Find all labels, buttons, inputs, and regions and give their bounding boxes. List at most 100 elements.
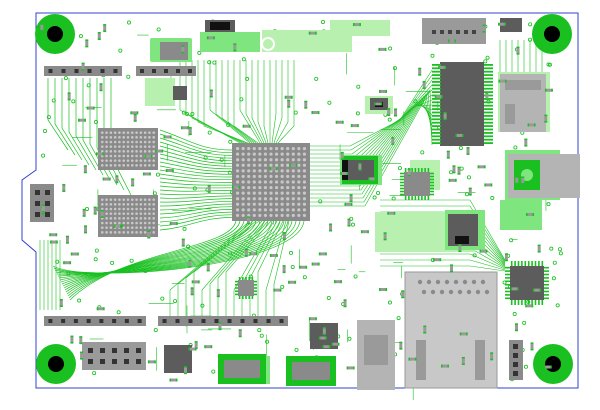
- smd-part: [380, 89, 387, 93]
- ball: [258, 152, 262, 156]
- test-circle: [261, 37, 275, 51]
- ball: [139, 221, 143, 225]
- pin: [484, 121, 493, 124]
- pad: [404, 168, 407, 172]
- smd-part: [84, 226, 88, 233]
- smd-part: [80, 352, 84, 359]
- pad: [430, 175, 434, 178]
- top-small-part: [205, 18, 522, 32]
- pad: [424, 196, 426, 200]
- ball: [109, 203, 113, 206]
- smd-part: [340, 152, 344, 159]
- smd-part: [79, 118, 86, 122]
- ball: [269, 158, 273, 162]
- ball: [263, 213, 268, 218]
- ball: [291, 208, 295, 212]
- pad: [400, 187, 404, 190]
- smd-part: [480, 249, 487, 253]
- smd-part: [524, 139, 528, 146]
- ball: [291, 158, 295, 162]
- smd-part: [143, 172, 150, 176]
- pin: [432, 115, 441, 117]
- pin: [432, 81, 441, 83]
- ball: [109, 207, 113, 211]
- smd-part: [460, 332, 467, 336]
- pin: [73, 319, 78, 323]
- ball: [241, 152, 245, 156]
- pad: [534, 261, 537, 266]
- ball: [126, 226, 130, 229]
- smd-part: [394, 109, 398, 116]
- pin-header-top-left: [44, 66, 122, 76]
- qfn-chip-small-pads: [235, 277, 257, 299]
- smd-part: [490, 353, 494, 360]
- pin: [484, 101, 493, 104]
- pin: [175, 319, 180, 323]
- ball: [135, 140, 138, 144]
- pin: [513, 362, 518, 367]
- pin: [61, 69, 66, 73]
- ball: [152, 203, 156, 206]
- pin: [484, 84, 493, 87]
- pad: [430, 193, 434, 196]
- smd-part: [422, 81, 426, 88]
- pin: [112, 348, 117, 353]
- ball: [126, 136, 130, 139]
- pin: [440, 30, 444, 34]
- smd-part: [62, 184, 66, 191]
- ball: [105, 145, 108, 148]
- memory-chip-upper-balls: [100, 131, 156, 167]
- ball: [135, 154, 138, 158]
- pin: [513, 353, 518, 358]
- ball: [297, 185, 301, 190]
- ball: [263, 146, 268, 151]
- pin: [475, 289, 481, 295]
- pin: [484, 111, 493, 114]
- ball: [286, 197, 290, 201]
- ball: [126, 198, 130, 201]
- smd-part: [504, 254, 508, 261]
- ball: [139, 198, 143, 201]
- smd-part: [515, 324, 519, 331]
- ball: [247, 163, 251, 167]
- smd-part: [99, 84, 103, 91]
- smd-part: [87, 106, 94, 110]
- smd-part: [233, 185, 240, 189]
- ball: [143, 136, 147, 139]
- smd-part: [282, 233, 286, 240]
- pad: [235, 280, 238, 283]
- ball: [252, 152, 256, 156]
- ball: [286, 146, 290, 151]
- ball: [286, 169, 290, 173]
- ball: [118, 207, 121, 211]
- pad: [254, 293, 257, 296]
- pin: [87, 69, 92, 73]
- ball: [109, 150, 113, 153]
- pin: [124, 348, 129, 353]
- ball: [235, 169, 240, 173]
- ball: [105, 207, 108, 211]
- ball: [105, 212, 108, 215]
- pad: [544, 270, 549, 272]
- ball: [241, 208, 245, 212]
- pin: [136, 359, 141, 364]
- pin: [484, 74, 493, 76]
- smd-part: [243, 124, 250, 128]
- ball: [247, 152, 251, 156]
- pin: [162, 319, 167, 323]
- ball: [297, 146, 301, 151]
- ball: [302, 152, 307, 156]
- smd-part: [446, 151, 450, 158]
- ball: [302, 180, 307, 184]
- pin: [35, 190, 40, 195]
- smd-part: [103, 25, 107, 32]
- ball: [139, 231, 143, 234]
- smd-part: [312, 111, 319, 115]
- ball: [135, 145, 138, 148]
- ball: [148, 159, 151, 162]
- ball: [302, 146, 307, 151]
- ball: [143, 207, 147, 211]
- ball: [252, 185, 256, 190]
- pad: [430, 181, 434, 184]
- pad: [541, 261, 544, 266]
